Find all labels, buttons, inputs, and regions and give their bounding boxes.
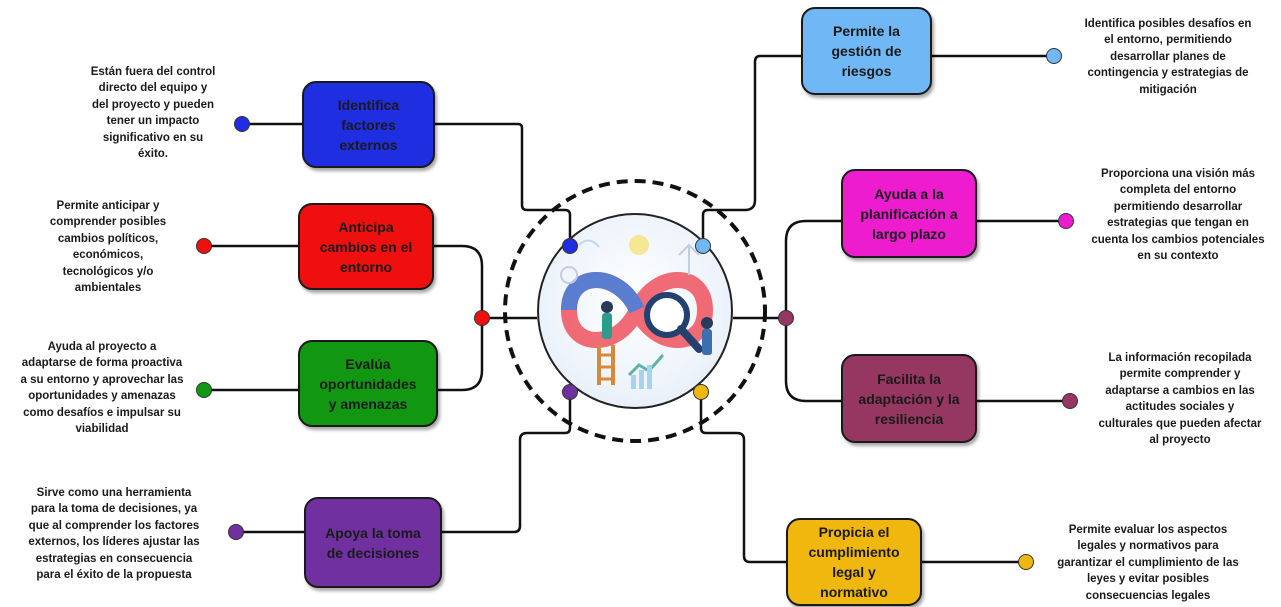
hub-dot-red xyxy=(474,310,490,326)
node-label: Propicia el cumplimiento legal y normati… xyxy=(808,524,900,600)
desc-evalua: Ayuda al proyecto a adaptarse de forma p… xyxy=(20,341,184,436)
node-planificacion-largo-plazo[interactable]: Ayuda a la planificación a largo plazo xyxy=(841,169,977,258)
center-dot-purple xyxy=(562,384,578,400)
node-evalua-oportunidades[interactable]: Evalúa oportunidades y amenazas xyxy=(298,340,438,427)
dashed-ring xyxy=(503,179,767,443)
line-anticipa-hub xyxy=(432,244,484,318)
line-gestion-center xyxy=(701,54,803,246)
center-dot-lightblue xyxy=(695,238,711,254)
node-label: Facilita la adaptación y la resiliencia xyxy=(858,370,960,427)
desc-apoya: Sirve como una herramienta para la toma … xyxy=(28,487,200,582)
desc-gestion: Identifica posibles desafíos en el entor… xyxy=(1084,18,1252,96)
node-gestion-riesgos[interactable]: Permite la gestión de riesgos xyxy=(801,7,932,95)
desc-planificacion: Proporciona una visión más completa del … xyxy=(1091,168,1265,263)
node-identifica-factores[interactable]: Identifica factores externos xyxy=(302,81,435,168)
node-label: Identifica factores externos xyxy=(337,96,400,153)
line-facilita-hub xyxy=(784,318,843,403)
line-evalua-hub xyxy=(436,318,484,392)
node-adaptacion-resiliencia[interactable]: Facilita la adaptación y la resiliencia xyxy=(841,354,977,443)
node-label: Ayuda a la planificación a largo plazo xyxy=(860,185,958,242)
line-planificacion-hub xyxy=(784,219,843,318)
end-dot-identifica xyxy=(234,116,250,132)
line-identifica-center xyxy=(433,122,572,246)
desc-propicia: Permite evaluar los aspectos legales y n… xyxy=(1057,524,1239,602)
desc-facilita: La información recopilada permite compre… xyxy=(1098,352,1262,447)
center-dot-gold xyxy=(693,384,709,400)
end-dot-facilita xyxy=(1062,393,1078,409)
center-dot-blue xyxy=(562,238,578,254)
end-dot-gestion xyxy=(1046,48,1062,64)
node-anticipa-cambios[interactable]: Anticipa cambios en el entorno xyxy=(298,203,434,290)
end-dot-apoya xyxy=(228,524,244,540)
end-dot-planificacion xyxy=(1058,213,1074,229)
node-apoya-decisiones[interactable]: Apoya la toma de decisiones xyxy=(304,497,442,588)
node-cumplimiento-legal[interactable]: Propicia el cumplimiento legal y normati… xyxy=(786,518,922,606)
line-apoya-center xyxy=(440,392,572,534)
desc-identifica: Están fuera del control directo del equi… xyxy=(90,66,216,161)
node-label: Evalúa oportunidades y amenazas xyxy=(319,355,417,412)
end-dot-anticipa xyxy=(196,238,212,254)
end-dot-evalua xyxy=(196,382,212,398)
hub-dot-plum xyxy=(778,310,794,326)
infinity-analytics-illustration-icon xyxy=(560,235,714,389)
node-label: Permite la gestión de riesgos xyxy=(831,23,902,79)
desc-anticipa: Permite anticipar y comprender posibles … xyxy=(49,200,167,295)
line-propicia-center xyxy=(699,392,788,564)
node-label: Apoya la toma de decisiones xyxy=(325,524,421,561)
end-dot-propicia xyxy=(1018,554,1034,570)
node-label: Anticipa cambios en el entorno xyxy=(319,218,413,275)
